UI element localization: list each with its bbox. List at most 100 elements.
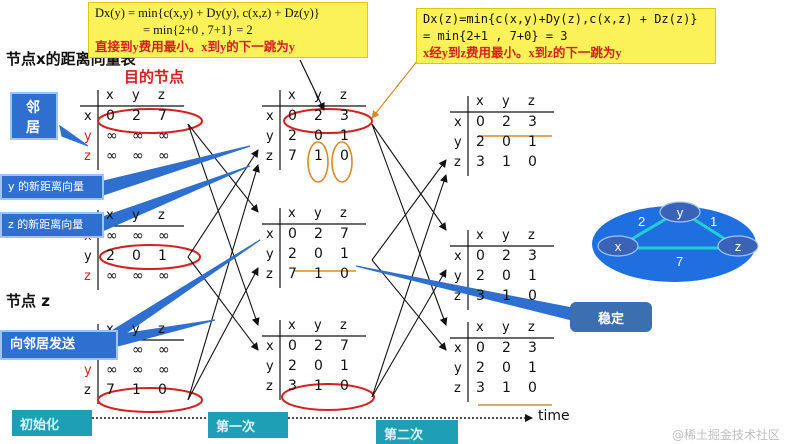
table-row-header: z xyxy=(84,149,91,164)
table-cell: 2 xyxy=(288,246,297,262)
table-cell: 0 xyxy=(528,288,537,304)
table-col-header: z xyxy=(340,318,347,333)
note-leaders xyxy=(299,59,419,119)
table-col-header: x xyxy=(288,318,296,333)
table-cell: ∞ xyxy=(132,268,144,284)
table-col-header: x xyxy=(288,88,296,103)
table-cell: ∞ xyxy=(158,148,170,164)
note-dx-y-conclusion: 直接到y费用最小。x到y的下一跳为y xyxy=(95,40,296,54)
callout-send-neighbors: 向邻居发送 xyxy=(0,330,118,360)
table-cell: 0 xyxy=(502,360,511,376)
table-cell: 3 xyxy=(288,378,297,394)
callout-neighbors: 邻 居 xyxy=(10,92,58,140)
table-row-header: z xyxy=(84,269,91,284)
table-row-header: y xyxy=(266,359,274,374)
table-row-header: x xyxy=(454,341,462,356)
table-row-header: z xyxy=(266,267,273,282)
table-col-header: y xyxy=(132,208,140,223)
table-cell: 3 xyxy=(476,380,485,396)
table-cell: 0 xyxy=(288,226,297,242)
heading-dest-nodes: 目的节点 xyxy=(124,68,185,86)
note-dx-y-line1: Dx(y) = min{c(x,y) + Dy(y), c(x,z) + Dz(… xyxy=(95,6,320,20)
table-cell: 3 xyxy=(340,108,349,124)
highlight-ellipses xyxy=(97,108,375,413)
table-cell: 3 xyxy=(528,340,537,356)
table-cell: 0 xyxy=(314,128,323,144)
table-cell: ∞ xyxy=(106,128,118,144)
table-cell: 0 xyxy=(340,266,349,282)
pointer-stable xyxy=(355,265,573,321)
table-row-header: y xyxy=(454,269,462,284)
table-cell: 0 xyxy=(340,378,349,394)
table-cell: 2 xyxy=(502,248,511,264)
table-cell: 3 xyxy=(476,288,485,304)
ellipse-first-z-row xyxy=(281,383,375,411)
table-cell: 0 xyxy=(502,268,511,284)
table-col-header: y xyxy=(314,206,322,221)
table-cell: 7 xyxy=(340,338,349,354)
table-col-header: z xyxy=(340,206,347,221)
callout-z-vector: z 的新距离向量 xyxy=(0,212,104,238)
ellipse-first-y-col xyxy=(307,141,329,183)
table-row-header: x xyxy=(266,227,274,242)
graph-background xyxy=(592,206,756,282)
note-dx-z: Dx(z)=min{c(x,y)+Dy(z),c(x,z) + Dz(z)} =… xyxy=(416,8,716,64)
table-cell: 1 xyxy=(340,128,349,144)
table-cell: 2 xyxy=(288,128,297,144)
note-dx-y: Dx(y) = min{c(x,y) + Dy(y), c(x,z) + Dz(… xyxy=(88,2,368,58)
arrow-p5 xyxy=(187,164,260,401)
table-cell: ∞ xyxy=(106,148,118,164)
table-row-header: y xyxy=(84,363,92,378)
table-cell: ∞ xyxy=(106,228,118,244)
table-cell: 2 xyxy=(106,248,115,264)
stage-label-init: 初始化 xyxy=(12,410,92,436)
table-cell: 1 xyxy=(528,268,537,284)
watermark: @稀土掘金技术社区 xyxy=(672,428,781,442)
table-cell: ∞ xyxy=(106,362,118,378)
table-cell: 2 xyxy=(476,268,485,284)
graph-node-y xyxy=(659,201,701,223)
table-col-header: y xyxy=(132,322,140,337)
note-dx-z-conclusion: x经y到z费用最小。x到z的下一跳为y xyxy=(423,46,622,60)
table-cell: 0 xyxy=(132,248,141,264)
arrow-p1 xyxy=(187,123,259,213)
table-cell: 0 xyxy=(528,154,537,170)
leader-dxz xyxy=(371,59,419,119)
table-cell: 2 xyxy=(502,114,511,130)
edge-x-z-cost: 7 xyxy=(676,254,683,269)
callout-stable: 稳定 xyxy=(570,302,652,332)
table-cell: 1 xyxy=(340,246,349,262)
table-cell: 1 xyxy=(528,134,537,150)
time-axis-label: time xyxy=(538,408,570,424)
table-col-header: y xyxy=(502,320,510,335)
edge-y-z-cost: 1 xyxy=(710,214,717,229)
table-cell: 1 xyxy=(314,266,323,282)
pointer-y-vector xyxy=(99,145,251,197)
table-col-header: z xyxy=(528,94,535,109)
table-cell: ∞ xyxy=(158,128,170,144)
arrow-p6 xyxy=(187,267,259,401)
table-cell: 1 xyxy=(502,288,511,304)
table-col-header: z xyxy=(158,88,165,103)
table-cell: 1 xyxy=(502,154,511,170)
table-cell: 0 xyxy=(314,246,323,262)
table-row-header: y xyxy=(266,247,274,262)
table-cell: 0 xyxy=(476,114,485,130)
arrow-q1 xyxy=(371,123,447,231)
table-col-header: y xyxy=(132,88,140,103)
callout-pointers xyxy=(59,124,573,349)
table-cell: 7 xyxy=(106,382,115,398)
table-row-header: y xyxy=(454,135,462,150)
table-cell: 3 xyxy=(528,248,537,264)
table-cell: ∞ xyxy=(158,268,170,284)
note-dx-z-line2: = min{2+1 , 7+0} = 3 xyxy=(423,29,568,43)
table-col-header: z xyxy=(528,320,535,335)
arrow-q6 xyxy=(371,269,447,398)
graph-node-x-label: x xyxy=(615,239,622,254)
table-col-header: x xyxy=(476,94,484,109)
ellipse-first-z-col xyxy=(331,141,353,183)
arrow-q5 xyxy=(371,174,448,398)
table-cell: 0 xyxy=(314,358,323,374)
graph-node-x xyxy=(597,235,639,257)
